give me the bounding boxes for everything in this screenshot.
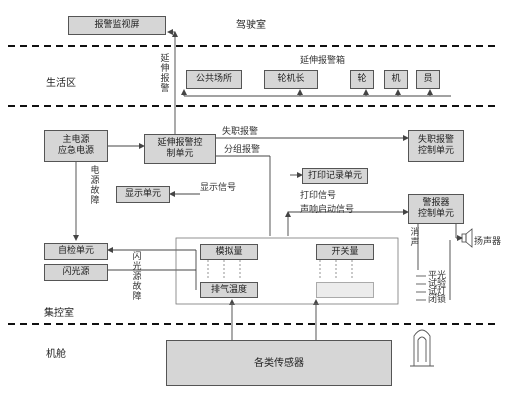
self-check-unit-box: 自检单元 — [44, 243, 108, 260]
display-signal-label: 显示信号 — [200, 183, 237, 193]
beacon-icon — [410, 329, 434, 367]
lost-duty-alarm-label: 失职报警 — [222, 127, 259, 137]
unreadable-input-box — [316, 282, 374, 298]
lost-duty-alarm-control-box: 失职报警 控制单元 — [408, 130, 464, 162]
speaker-icon — [461, 228, 473, 248]
crew-box-1: 轮 — [350, 70, 374, 89]
crew-box-3: 员 — [416, 70, 440, 89]
sensors-box: 各类传感器 — [166, 340, 392, 386]
mute-label: 消声 — [410, 228, 420, 248]
speaker-label: 扬声器 — [474, 237, 502, 247]
extension-alarm-control-box: 延伸报警控 制单元 — [144, 134, 216, 164]
test-part-3: 试灯 — [428, 287, 447, 297]
flash-source-fault-label: 闪光源故障 — [132, 252, 142, 302]
public-area-box: 公共场所 — [186, 70, 242, 89]
alarm-device-control-box: 警报器 控制单元 — [408, 194, 464, 224]
extension-alarm-box-label: 延伸报警箱 — [300, 56, 346, 66]
switch-input-box: 开关量 — [316, 244, 374, 260]
chief-engineer-box: 轮机长 — [264, 70, 318, 89]
zone-label-engine: 机舱 — [46, 349, 66, 360]
flash-source-box: 闪光源 — [44, 264, 108, 281]
test-part-1: 平光 — [428, 271, 447, 281]
print-signal-label: 打印信号 — [300, 191, 337, 201]
display-unit-box: 显示单元 — [116, 186, 170, 203]
sound-start-signal-label: 声响启动信号 — [300, 205, 355, 215]
zone-label-bridge: 驾驶室 — [236, 20, 266, 31]
group-alarm-label: 分组报警 — [224, 145, 261, 155]
test-part-2: 试验 — [428, 279, 447, 289]
crew-box-2: 机 — [384, 70, 408, 89]
exhaust-temp-box: 排气温度 — [200, 282, 258, 298]
zone-label-living: 生活区 — [46, 78, 76, 89]
extension-alarm-vertical-label: 延伸报警 — [160, 54, 170, 94]
power-fault-label: 电源故障 — [90, 166, 100, 206]
main-emergency-power-box: 主电源 应急电源 — [44, 130, 108, 162]
alarm-monitor-screen-box: 报警监视屏 — [68, 16, 166, 35]
zone-label-control: 集控室 — [44, 308, 74, 319]
analog-input-box: 模拟量 — [200, 244, 258, 260]
printer-unit-box: 打印记录单元 — [302, 168, 368, 184]
test-part-4: 闭锁 — [428, 295, 447, 305]
